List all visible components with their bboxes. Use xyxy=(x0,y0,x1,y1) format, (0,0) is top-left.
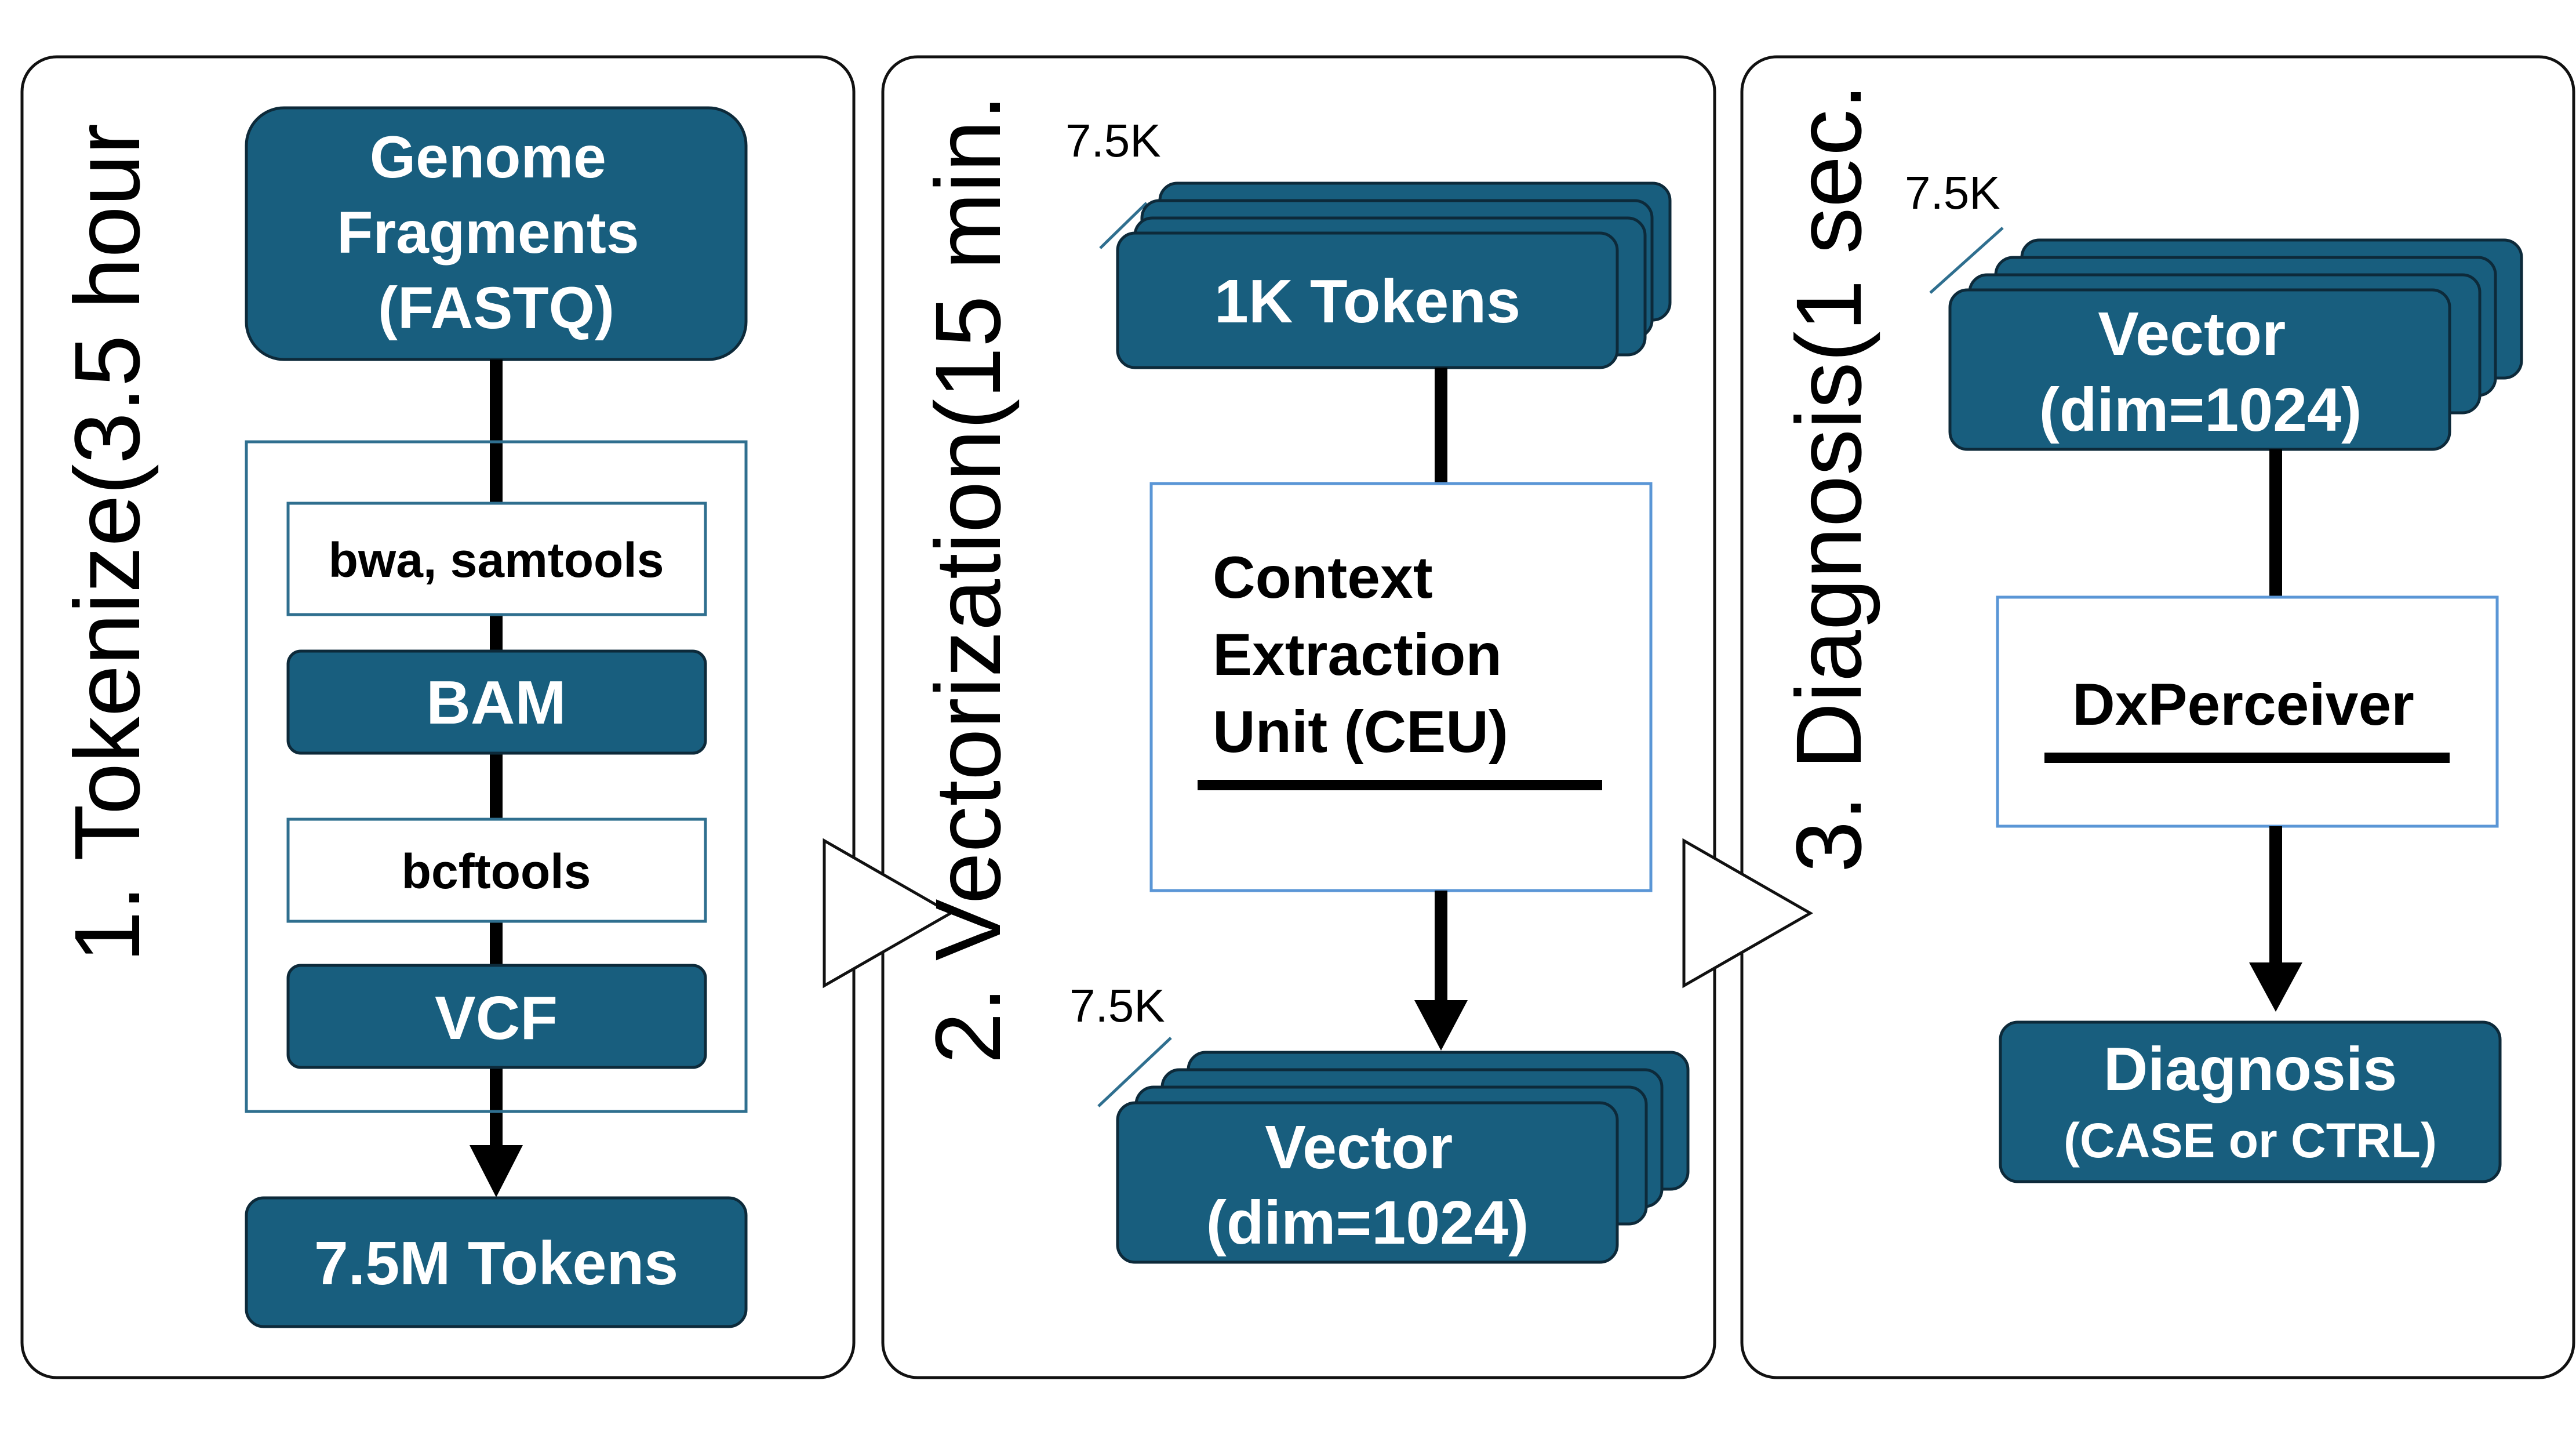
vector-count-bottom: 7.5K xyxy=(1069,980,1165,1031)
bwa-samtools-label: bwa, samtools xyxy=(329,533,664,587)
vcf-box xyxy=(286,964,707,1069)
vector-output-box xyxy=(1116,1101,1619,1264)
diagnosis-count-tick xyxy=(1929,227,2004,294)
diag-vector-label: Vector (dim=1024) xyxy=(2039,300,2362,444)
token-count-top: 7.5K xyxy=(1065,115,1161,166)
panel-1-title: 1. Tokenize(3.5 hour xyxy=(55,123,159,962)
count-tick-top xyxy=(1099,202,1148,249)
diagnosis-result-subtitle: (CASE or CTRL) xyxy=(2064,1113,2437,1168)
stage-arrow-2 xyxy=(1682,838,1814,989)
panel-2-title: 2. Vectorization(15 min. xyxy=(916,95,1020,1064)
ceu-box xyxy=(1149,482,1653,892)
dxperceiver-to-diagnosis-arrowhead xyxy=(2249,962,2302,1012)
count-tick-bottom xyxy=(1097,1037,1172,1107)
diagnosis-result-box xyxy=(1999,1020,2502,1183)
tokens-output-label: 7.5M Tokens xyxy=(314,1229,678,1298)
dxperceiver-box xyxy=(1996,595,2499,828)
diag-vector-box xyxy=(1948,288,2451,451)
bcftools-label: bcftools xyxy=(402,844,591,899)
tokens-input-box xyxy=(1116,231,1619,369)
bam-label: BAM xyxy=(426,669,566,737)
vector-output-label: Vector (dim=1024) xyxy=(1206,1113,1529,1257)
bwa-samtools-box xyxy=(286,502,707,616)
panel-3-title: 3. Diagnosis(1 sec. xyxy=(1777,83,1880,873)
tokens-input-label: 1K Tokens xyxy=(1214,267,1520,336)
diagnosis-result-title: Diagnosis xyxy=(2104,1035,2397,1103)
genome-fragments-label: Genome Fragments (FASTQ) xyxy=(337,124,656,341)
pipeline-arrowhead xyxy=(470,1145,523,1197)
stage-arrow-1 xyxy=(823,838,954,989)
ceu-label: Context Extraction Unit (CEU) xyxy=(1213,544,1518,765)
tokens-output-box xyxy=(245,1196,748,1328)
diagnosis-vector-count: 7.5K xyxy=(1905,167,2000,219)
bcftools-box xyxy=(286,818,707,923)
pipeline-container xyxy=(245,440,748,1113)
dxperceiver-label: DxPerceiver xyxy=(2072,671,2414,738)
vcf-label: VCF xyxy=(435,984,558,1052)
ceu-to-vector-arrowhead xyxy=(1414,1000,1468,1051)
bam-box xyxy=(286,649,707,755)
